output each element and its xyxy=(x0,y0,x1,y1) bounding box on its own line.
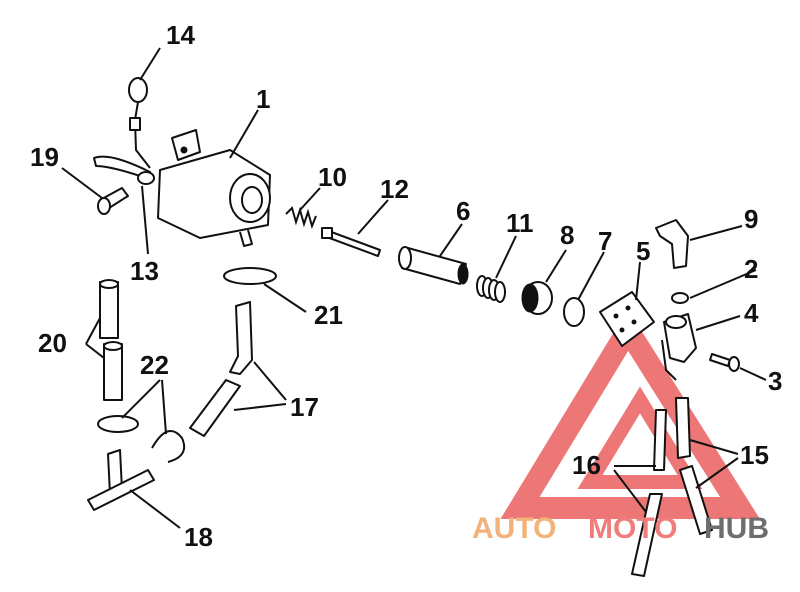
label-7: 7 xyxy=(598,226,612,256)
hoses-20 xyxy=(99,279,123,401)
label-4: 4 xyxy=(744,298,759,328)
watermark-text: AUTO MOTO HUB xyxy=(472,512,769,545)
label-14: 14 xyxy=(166,20,195,50)
watermark-auto: AUTO xyxy=(472,512,556,545)
tee-fitting-18 xyxy=(87,449,155,511)
label-3: 3 xyxy=(768,366,782,396)
hoses-15-16 xyxy=(631,397,713,577)
plate-5 xyxy=(599,291,655,347)
label-18: 18 xyxy=(184,522,213,552)
elbow-9 xyxy=(655,219,689,269)
callout-labels: 14 1 19 13 10 12 6 11 8 7 5 9 2 4 3 21 2… xyxy=(30,20,782,552)
spring-10 xyxy=(285,206,317,230)
screw-19 xyxy=(97,187,129,215)
label-8: 8 xyxy=(560,220,574,250)
screw-3 xyxy=(709,353,740,372)
label-19: 19 xyxy=(30,142,59,172)
clamp-21 xyxy=(223,267,277,285)
pump-body-1 xyxy=(157,129,271,247)
watermark-moto: MOTO xyxy=(588,512,677,545)
o-ring-2 xyxy=(671,292,689,304)
disc-7 xyxy=(563,297,585,327)
leader-lines xyxy=(61,47,767,529)
label-21: 21 xyxy=(314,300,343,330)
watermark-hub: HUB xyxy=(704,512,769,545)
label-6: 6 xyxy=(456,196,470,226)
label-9: 9 xyxy=(744,204,758,234)
terminal-wire xyxy=(128,77,151,169)
hoses-17 xyxy=(189,301,253,437)
label-13: 13 xyxy=(130,256,159,286)
clamps-22 xyxy=(97,415,186,463)
gear-8 xyxy=(521,281,553,315)
label-12: 12 xyxy=(380,174,409,204)
bracket-13 xyxy=(93,155,155,185)
label-2: 2 xyxy=(744,254,758,284)
label-10: 10 xyxy=(318,162,347,192)
label-11: 11 xyxy=(506,208,534,238)
valve-body-4 xyxy=(661,313,697,381)
label-1: 1 xyxy=(256,84,270,114)
spring-11 xyxy=(476,275,506,303)
label-17: 17 xyxy=(290,392,319,422)
label-16: 16 xyxy=(572,450,601,480)
label-15: 15 xyxy=(740,440,769,470)
rod-12 xyxy=(321,227,381,257)
label-22: 22 xyxy=(140,350,169,380)
sleeve-6 xyxy=(398,246,469,285)
label-5: 5 xyxy=(636,236,650,266)
label-20: 20 xyxy=(38,328,67,358)
